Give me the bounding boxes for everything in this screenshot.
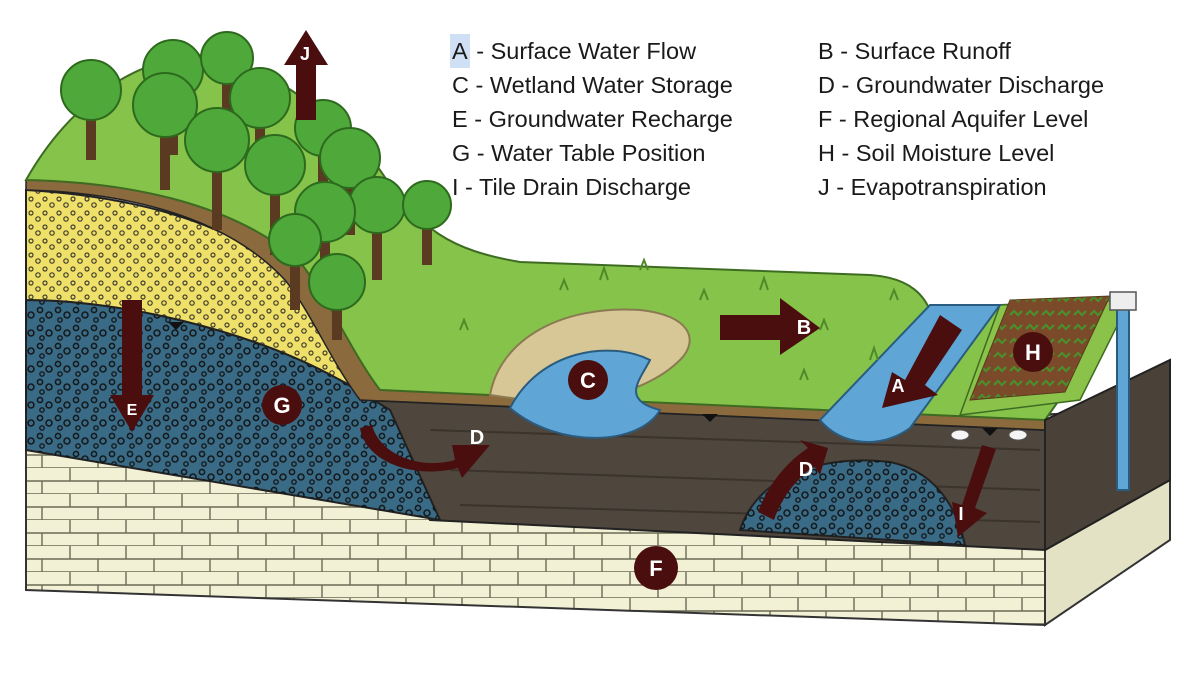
legend-item-g: G - Water Table Position: [452, 136, 733, 170]
legend-item-c: C - Wetland Water Storage: [452, 68, 733, 102]
legend-text: - Tile Drain Discharge: [458, 174, 691, 200]
legend-key: J: [818, 174, 830, 200]
label-d2: D: [799, 459, 813, 481]
label-d1: D: [470, 427, 484, 449]
tree: [308, 253, 366, 340]
arrow-j: [284, 30, 328, 120]
legend-text: - Water Table Position: [470, 140, 706, 166]
legend-column-left: A - Surface Water Flow C - Wetland Water…: [450, 34, 733, 204]
tile-drain-2: [1008, 429, 1028, 441]
legend-text: - Groundwater Recharge: [467, 106, 733, 132]
label-a: A: [892, 376, 905, 396]
grass-tufts: [459, 257, 899, 381]
legend-item-e: E - Groundwater Recharge: [452, 102, 733, 136]
legend-text: - Wetland Water Storage: [468, 72, 733, 98]
legend-key: D: [818, 72, 835, 98]
tree: [184, 107, 250, 230]
legend-item-d: D - Groundwater Discharge: [818, 68, 1104, 102]
forest: [60, 31, 452, 340]
well-pipe: [1116, 299, 1130, 491]
marker-h: [1013, 332, 1053, 372]
label-f: F: [649, 556, 662, 581]
arrow-i: [952, 445, 996, 537]
label-h: H: [1025, 340, 1041, 365]
label-c: C: [580, 368, 596, 393]
label-j: J: [300, 44, 310, 64]
tree: [60, 59, 122, 160]
label-e: E: [127, 402, 138, 419]
legend-item-h: H - Soil Moisture Level: [818, 136, 1104, 170]
marker-c: [568, 360, 608, 400]
legend-text: - Surface Runoff: [833, 38, 1011, 64]
legend-key: E: [452, 106, 468, 132]
legend-text: - Groundwater Discharge: [834, 72, 1105, 98]
tree: [200, 31, 254, 130]
legend-key: B: [818, 38, 834, 64]
legend-item-f: F - Regional Aquifer Level: [818, 102, 1104, 136]
legend-item-b: B - Surface Runoff: [818, 34, 1104, 68]
label-b: B: [797, 317, 811, 339]
legend-key: G: [452, 140, 471, 166]
legend-key: C: [452, 72, 469, 98]
legend-column-right: B - Surface Runoff D - Groundwater Disch…: [818, 34, 1104, 204]
tree: [244, 134, 306, 255]
legend-text: - Evapotranspiration: [829, 174, 1047, 200]
arrow-b: [720, 298, 820, 355]
water-table-marker-3: [982, 428, 998, 436]
label-g: G: [273, 393, 290, 418]
legend-key: H: [818, 140, 835, 166]
tree: [402, 180, 452, 265]
tree: [132, 72, 198, 190]
legend-text: - Regional Aquifer Level: [832, 106, 1089, 132]
water-table-marker-2: [702, 414, 718, 422]
arrow-d1: [360, 425, 490, 478]
marker-f: [634, 546, 678, 590]
marker-g: [262, 385, 302, 425]
arrow-e: [110, 300, 154, 432]
legend-item-a: A - Surface Water Flow: [450, 34, 733, 68]
arrow-d2: [758, 440, 828, 520]
tree: [268, 213, 322, 310]
legend-text: - Surface Water Flow: [469, 38, 697, 64]
label-i: I: [958, 504, 963, 524]
tile-drain-1: [950, 429, 970, 441]
legend-key: I: [452, 174, 459, 200]
legend-key: F: [818, 106, 833, 132]
legend-item-i: I - Tile Drain Discharge: [452, 170, 733, 204]
legend-item-j: J - Evapotranspiration: [818, 170, 1104, 204]
arrow-a: [882, 315, 962, 408]
legend-key: A: [450, 34, 470, 68]
legend-text: - Soil Moisture Level: [834, 140, 1055, 166]
water-table-marker-1: [168, 322, 184, 330]
